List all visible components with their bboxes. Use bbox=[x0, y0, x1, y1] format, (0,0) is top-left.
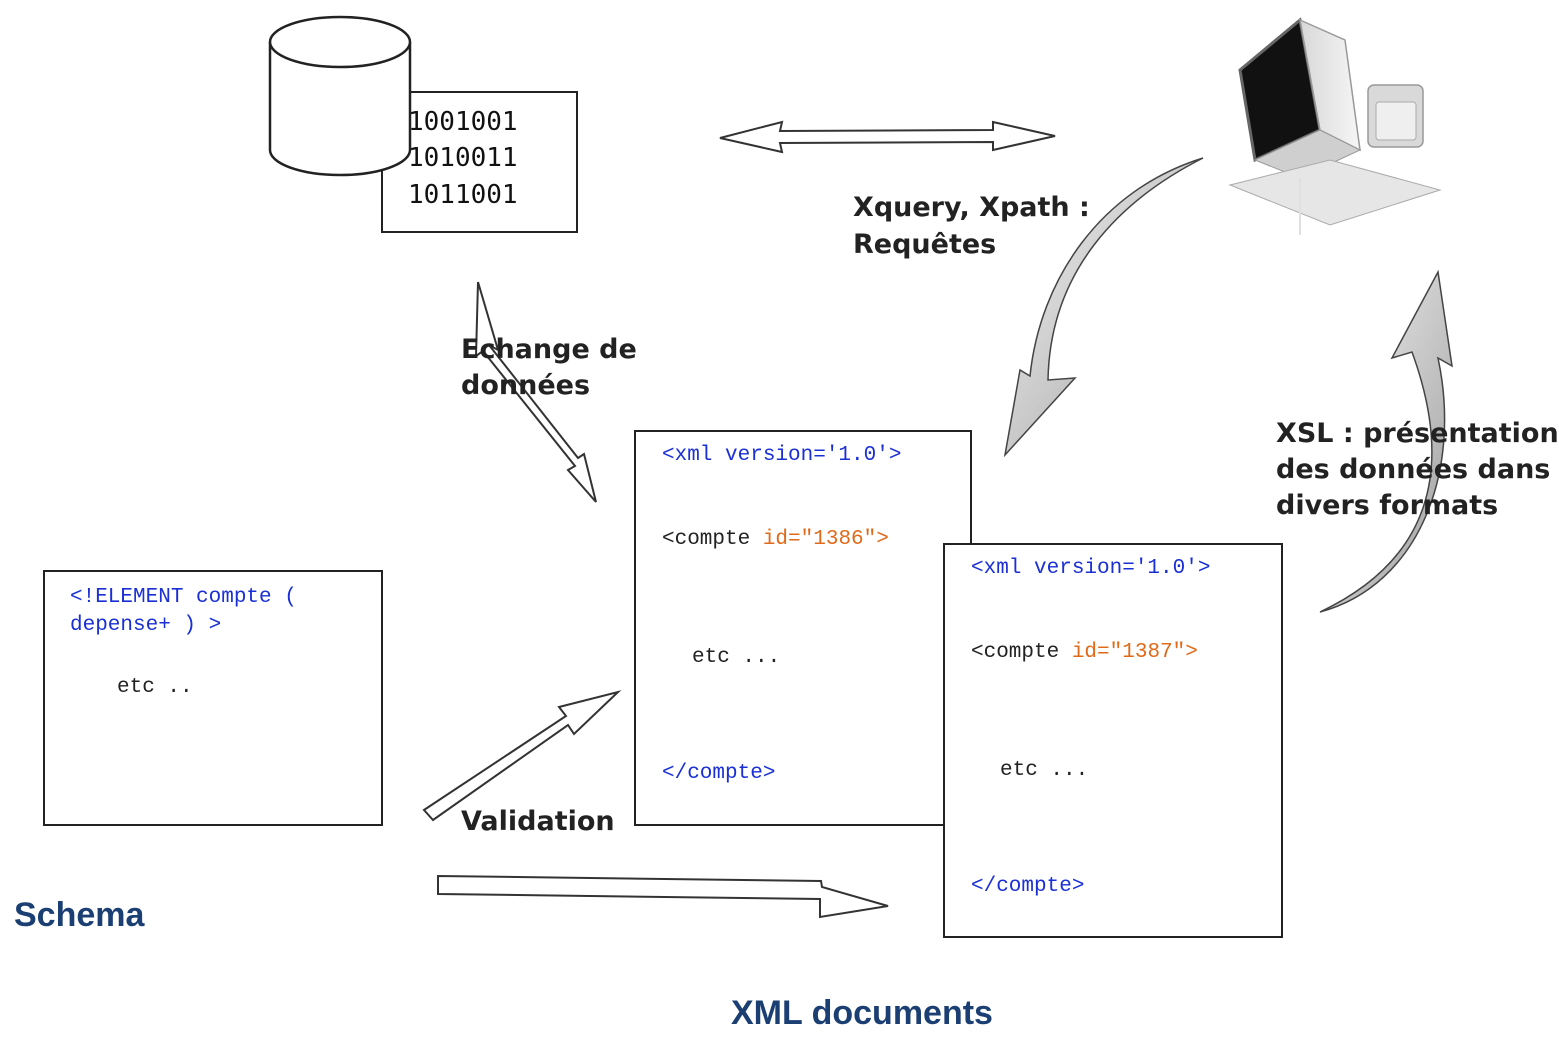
xsl-label-line-3: divers formats bbox=[1276, 490, 1499, 521]
compte-open-tag: <compte id="1387"> bbox=[971, 639, 1198, 667]
binary-line-2: 1010011 bbox=[408, 143, 518, 173]
database-icon bbox=[268, 15, 412, 177]
schema-etc: etc .. bbox=[117, 676, 193, 699]
compte-open-tag: <compte id="1386"> bbox=[662, 526, 889, 554]
compte-tag-name: <compte bbox=[662, 528, 751, 551]
xml-document-1386: <xml version='1.0'> <compte id="1386"> e… bbox=[634, 430, 972, 826]
compte-id-attr: id="1387"> bbox=[1071, 641, 1198, 664]
data-exchange-double-arrow bbox=[474, 281, 597, 503]
xquery-curved-arrow bbox=[1003, 157, 1204, 458]
schema-line-1: <!ELEMENT compte ( bbox=[70, 586, 297, 609]
compte-close-tag: </compte> bbox=[971, 875, 1085, 898]
xml-document-1387: <xml version='1.0'> <compte id="1387"> e… bbox=[943, 543, 1283, 938]
echange-label-line-2: données bbox=[461, 370, 591, 401]
binary-line-3: 1011001 bbox=[408, 180, 518, 210]
schema-caption: Schema bbox=[14, 896, 145, 934]
xml-declaration: <xml version='1.0'> bbox=[971, 557, 1211, 580]
xsl-label-line-2: des données dans bbox=[1276, 454, 1551, 485]
schema-document: <!ELEMENT compte ( depense+ ) > etc .. bbox=[43, 570, 383, 826]
xml-declaration: <xml version='1.0'> bbox=[662, 444, 902, 467]
binary-data-box bbox=[381, 91, 578, 233]
xsl-label-line-1: XSL : présentation bbox=[1276, 418, 1559, 449]
xquery-label-line-2: Requêtes bbox=[853, 229, 997, 260]
xml-documents-caption: XML documents bbox=[731, 994, 993, 1032]
compte-id-attr: id="1386"> bbox=[762, 528, 889, 551]
schema-to-xml-arrow bbox=[437, 874, 889, 919]
xsl-curved-arrow bbox=[1319, 269, 1453, 613]
query-exchange-double-arrow bbox=[719, 120, 1056, 154]
validation-label: Validation bbox=[461, 806, 615, 837]
xml-etc: etc ... bbox=[692, 646, 781, 669]
computer-icon bbox=[1228, 17, 1442, 235]
compte-close-tag: </compte> bbox=[662, 762, 776, 785]
xquery-label-line-1: Xquery, Xpath : bbox=[853, 192, 1090, 223]
validation-arrow bbox=[422, 690, 622, 822]
compte-tag-name: <compte bbox=[971, 641, 1060, 664]
schema-line-2: depense+ ) > bbox=[70, 614, 222, 637]
echange-label-line-1: Echange de bbox=[461, 334, 637, 365]
xml-etc: etc ... bbox=[1000, 759, 1089, 782]
binary-line-1: 1001001 bbox=[408, 107, 518, 137]
